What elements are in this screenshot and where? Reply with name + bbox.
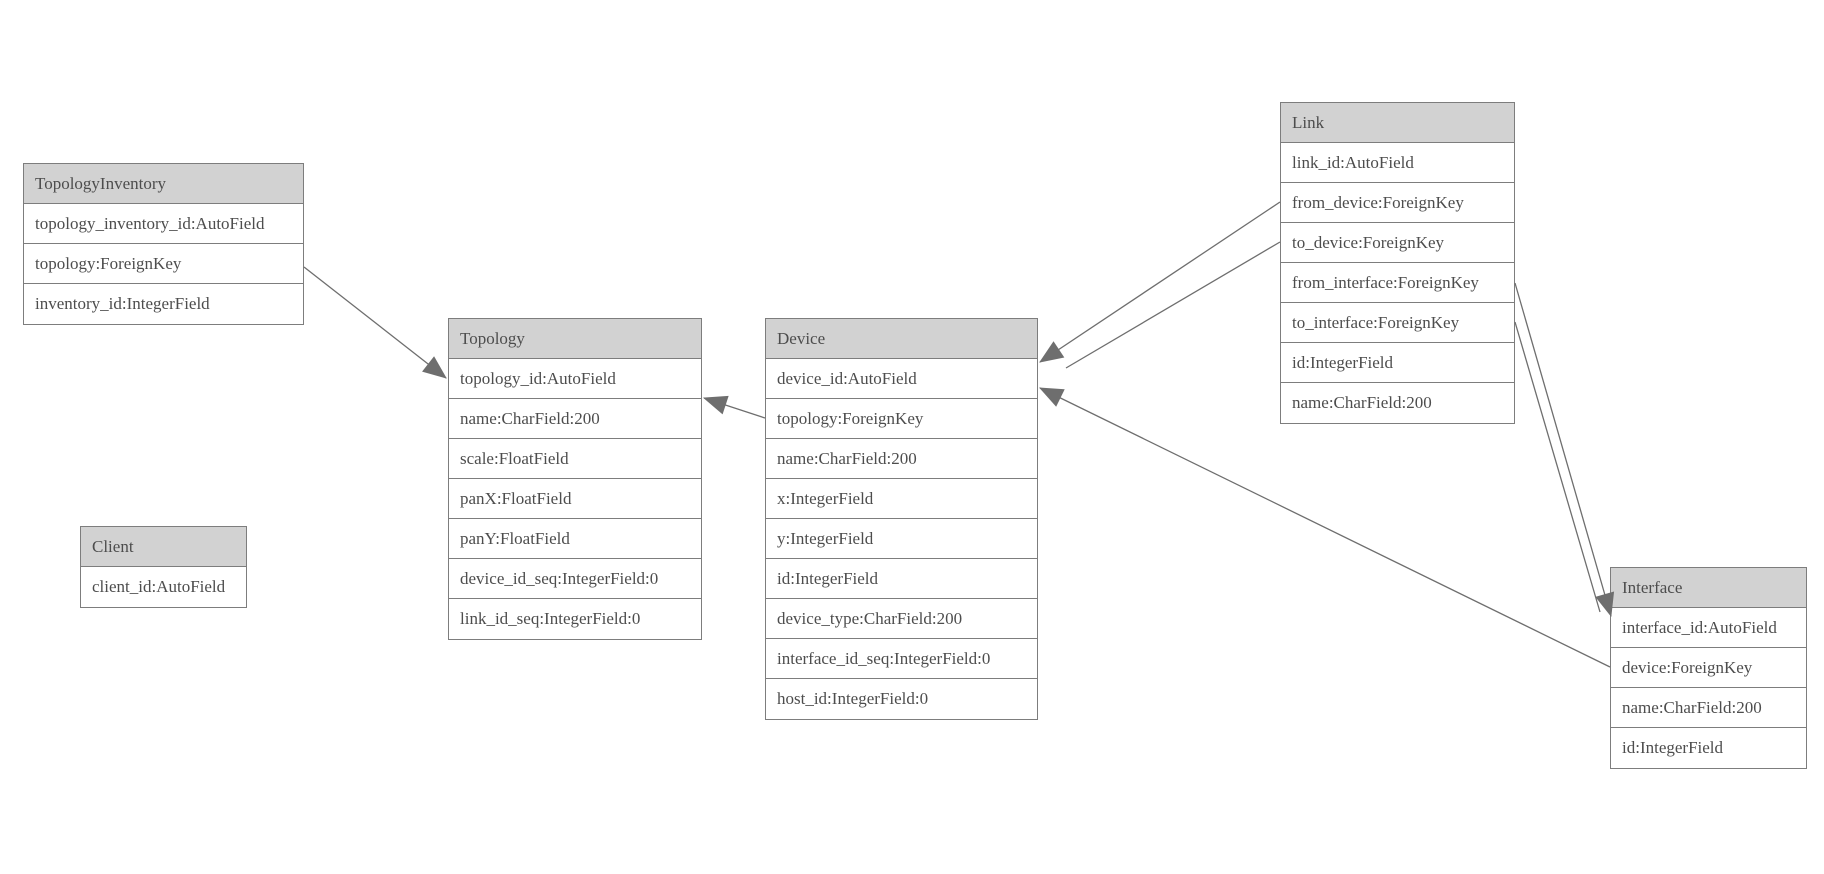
table-field-row: id:IntegerField	[766, 559, 1037, 599]
table-field-row: topology_id:AutoField	[449, 359, 701, 399]
table-field-row: interface_id_seq:IntegerField:0	[766, 639, 1037, 679]
table-field-row: scale:FloatField	[449, 439, 701, 479]
edge-link-to-device	[1065, 241, 1281, 369]
table-field-row: device_id_seq:IntegerField:0	[449, 559, 701, 599]
table-field-row: device_type:CharField:200	[766, 599, 1037, 639]
table-field-row: to_interface:ForeignKey	[1281, 303, 1514, 343]
edge-topologyinventory-topology	[303, 266, 447, 379]
table-field-row: to_device:ForeignKey	[1281, 223, 1514, 263]
table-title-device: Device	[766, 319, 1037, 359]
table-field-row: id:IntegerField	[1281, 343, 1514, 383]
table-title-topology: Topology	[449, 319, 701, 359]
table-field-row: device_id:AutoField	[766, 359, 1037, 399]
table-field-row: name:CharField:200	[766, 439, 1037, 479]
table-field-row: topology:ForeignKey	[766, 399, 1037, 439]
edge-link-to-interface	[1514, 321, 1601, 613]
table-title-link: Link	[1281, 103, 1514, 143]
table-field-row: interface_id:AutoField	[1611, 608, 1806, 648]
table-field-row: link_id:AutoField	[1281, 143, 1514, 183]
edge-link-from-interface	[1514, 282, 1615, 618]
table-field-row: inventory_id:IntegerField	[24, 284, 303, 324]
table-field-row: topology_inventory_id:AutoField	[24, 204, 303, 244]
edge-device-topology	[702, 395, 766, 419]
table-field-row: from_device:ForeignKey	[1281, 183, 1514, 223]
table-field-row: x:IntegerField	[766, 479, 1037, 519]
table-title-topologyinventory: TopologyInventory	[24, 164, 303, 204]
table-title-interface: Interface	[1611, 568, 1806, 608]
table-field-row: name:CharField:200	[1611, 688, 1806, 728]
table-title-client: Client	[81, 527, 246, 567]
table-field-row: client_id:AutoField	[81, 567, 246, 607]
table-field-row: y:IntegerField	[766, 519, 1037, 559]
edge-interface-device	[1039, 387, 1611, 668]
table-field-row: host_id:IntegerField:0	[766, 679, 1037, 719]
edge-link-from-device	[1039, 201, 1281, 363]
table-field-row: topology:ForeignKey	[24, 244, 303, 284]
table-field-row: device:ForeignKey	[1611, 648, 1806, 688]
table-field-row: panX:FloatField	[449, 479, 701, 519]
table-field-row: name:CharField:200	[449, 399, 701, 439]
table-field-row: id:IntegerField	[1611, 728, 1806, 768]
table-field-row: link_id_seq:IntegerField:0	[449, 599, 701, 639]
table-field-row: panY:FloatField	[449, 519, 701, 559]
table-field-row: name:CharField:200	[1281, 383, 1514, 423]
table-field-row: from_interface:ForeignKey	[1281, 263, 1514, 303]
